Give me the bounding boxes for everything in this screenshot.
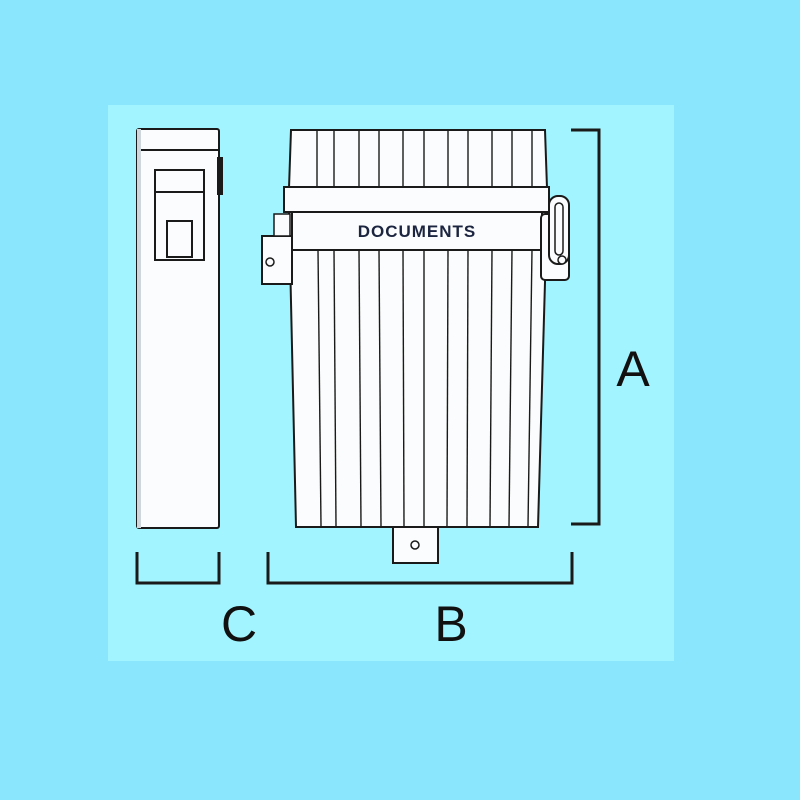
side-view-latch-slot [166,220,193,258]
front-lid [287,129,549,189]
front-body-ribs [317,249,533,527]
dimension-lines [135,128,601,585]
front-lid-band [283,186,550,213]
dimension-a-label: A [616,341,650,397]
right-lock-shackle-inner [554,202,564,256]
side-view-edge-shade [137,129,141,528]
front-view [261,129,570,564]
dimension-c-label: C [221,596,257,652]
side-view [136,128,223,529]
left-bracket-top [273,213,291,237]
front-body [287,211,549,528]
side-view-latch-top [154,169,205,193]
dimension-b-label: B [434,596,467,652]
dimension-b-bracket [266,552,574,585]
left-bracket-bolt [265,257,275,267]
front-lid-ribs [316,131,533,187]
dimension-a-bracket [571,128,601,526]
label-plate [291,211,543,251]
dimension-c-bracket [135,552,221,585]
bottom-mount-hole [410,540,420,550]
documents-label: DOCUMENTS [358,222,477,241]
right-lock-bolt [557,255,567,265]
side-view-hinge [217,157,223,195]
